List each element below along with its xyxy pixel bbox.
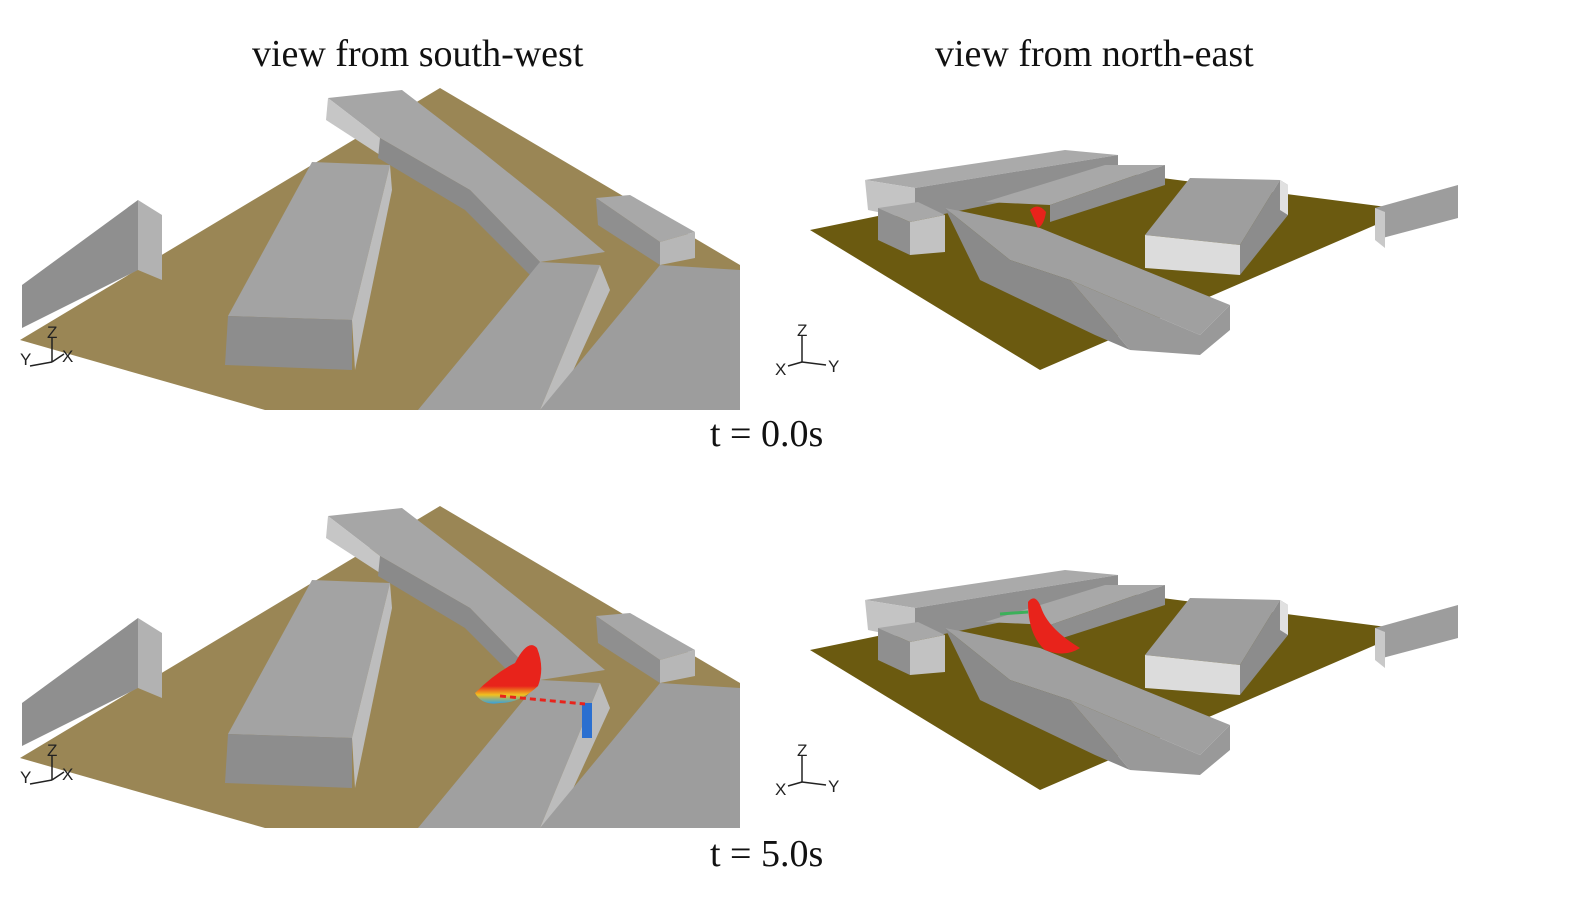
axis-triad-sw: Z Y X <box>20 323 73 369</box>
building-front-right <box>540 683 740 828</box>
axis-y-label: Y <box>828 357 839 376</box>
time-label-1: t = 5.0s <box>710 833 824 875</box>
axis-x-label: X <box>775 360 786 379</box>
building-right-block <box>1145 598 1280 665</box>
panel-sw-t0: Z Y X <box>20 88 740 410</box>
wall <box>22 618 138 746</box>
building-front-right <box>540 265 740 410</box>
wall <box>1375 605 1458 660</box>
wall <box>22 200 138 328</box>
building-small-left <box>878 622 945 642</box>
building-back-long <box>865 570 1118 608</box>
axis-y-label: Y <box>20 350 31 369</box>
wall <box>1375 185 1458 240</box>
axis-z-label: Z <box>47 323 57 342</box>
building-back-long <box>865 150 1118 188</box>
axis-y-label: Y <box>828 777 839 796</box>
building-long-left <box>228 580 390 738</box>
axis-z-label: Z <box>47 741 57 760</box>
building-curved <box>328 90 605 262</box>
building-long-left <box>228 162 390 320</box>
plume <box>475 645 542 704</box>
axis-z-label: Z <box>797 321 807 340</box>
building-small-right <box>596 613 695 660</box>
axis-triad-sw: Z Y X <box>20 741 73 787</box>
axis-triad-ne: Z X Y <box>775 741 839 799</box>
plume-edge <box>582 703 592 738</box>
building-small-left <box>878 202 945 222</box>
panel-ne-t0: Z X Y <box>775 150 1458 379</box>
title-north-east: view from north-east <box>935 33 1254 75</box>
plume <box>1028 598 1080 654</box>
panel-ne-t5: Z X Y <box>775 570 1458 799</box>
axis-triad-ne: Z X Y <box>775 321 839 379</box>
building-road <box>945 208 1230 335</box>
building-front-mid <box>418 262 600 410</box>
plume <box>1030 206 1046 228</box>
axis-x-label: X <box>62 347 73 366</box>
building-road <box>945 628 1230 755</box>
axis-x-label: X <box>62 765 73 784</box>
panel-sw-t5: Z Y X <box>20 506 740 828</box>
time-label-0: t = 0.0s <box>710 413 824 455</box>
axis-z-label: Z <box>797 741 807 760</box>
title-south-west: view from south-west <box>252 33 584 75</box>
building-front-mid <box>418 680 600 828</box>
building-right-block <box>1145 178 1280 245</box>
building-middle <box>985 165 1165 205</box>
building-curved <box>328 508 605 680</box>
axis-x-label: X <box>775 780 786 799</box>
building-small-right <box>596 195 695 242</box>
axis-y-label: Y <box>20 768 31 787</box>
